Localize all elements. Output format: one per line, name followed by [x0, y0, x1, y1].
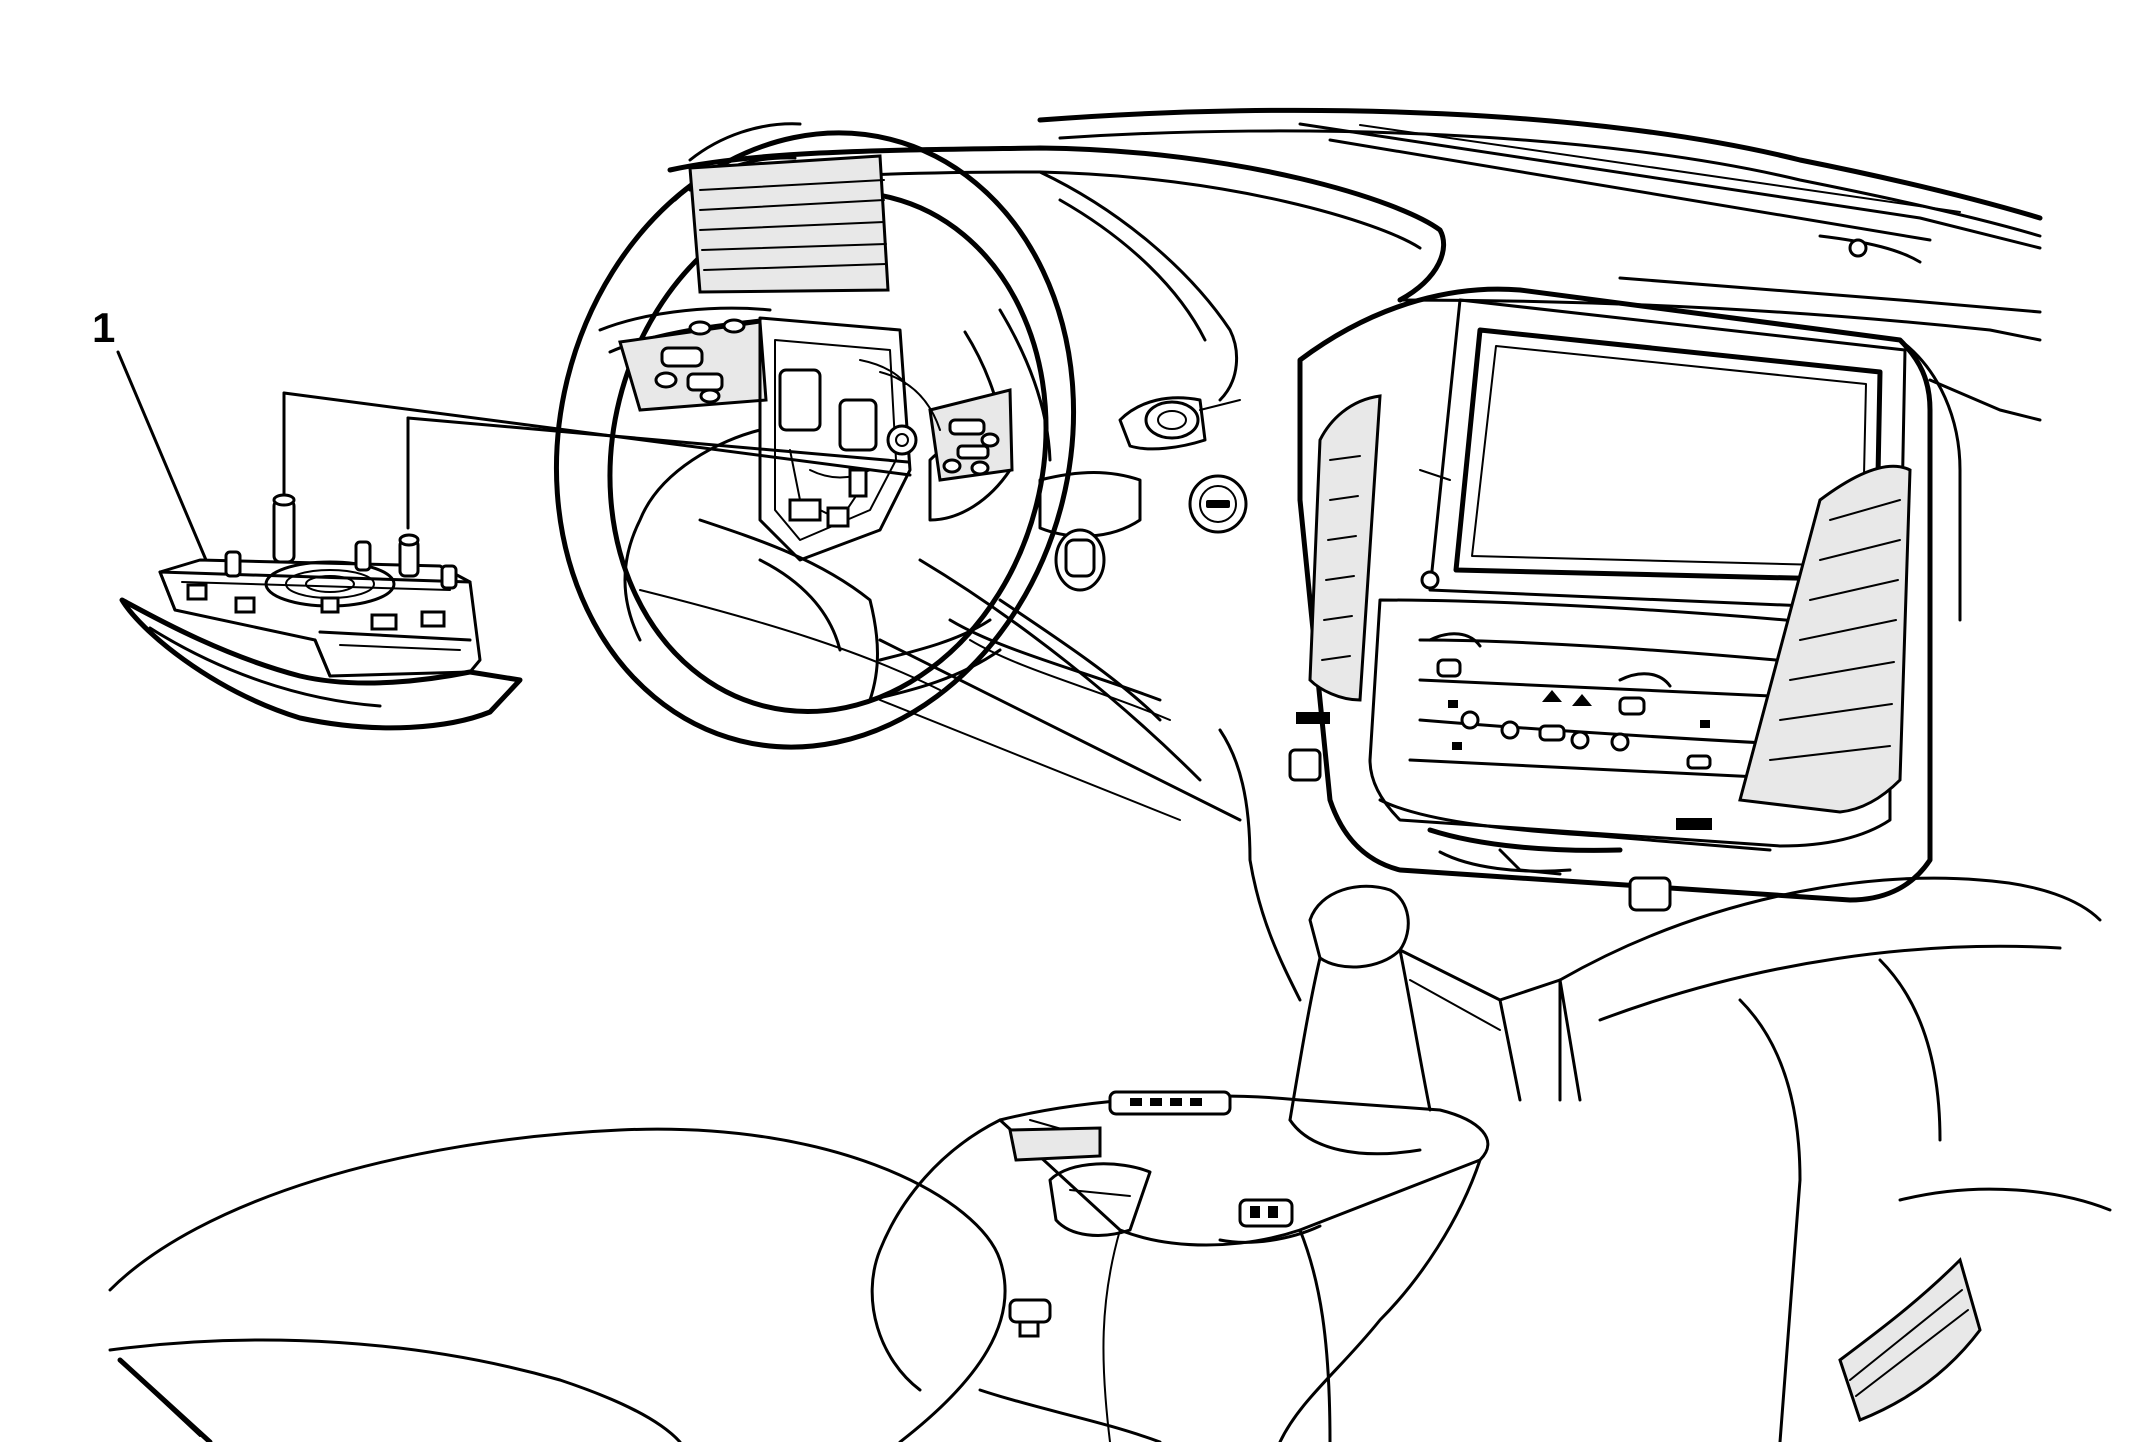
callout-number: 1 — [92, 304, 115, 351]
console — [870, 884, 1582, 1442]
callout-leader-line — [116, 350, 208, 562]
steering-wheel — [553, 122, 1077, 750]
center-stack — [1288, 286, 2042, 912]
dashboard — [667, 107, 2043, 1002]
seats-and-trim — [108, 589, 2112, 1442]
callout-1: 1 — [92, 304, 208, 562]
airbag-module — [119, 493, 523, 731]
connection-lines — [282, 391, 912, 530]
